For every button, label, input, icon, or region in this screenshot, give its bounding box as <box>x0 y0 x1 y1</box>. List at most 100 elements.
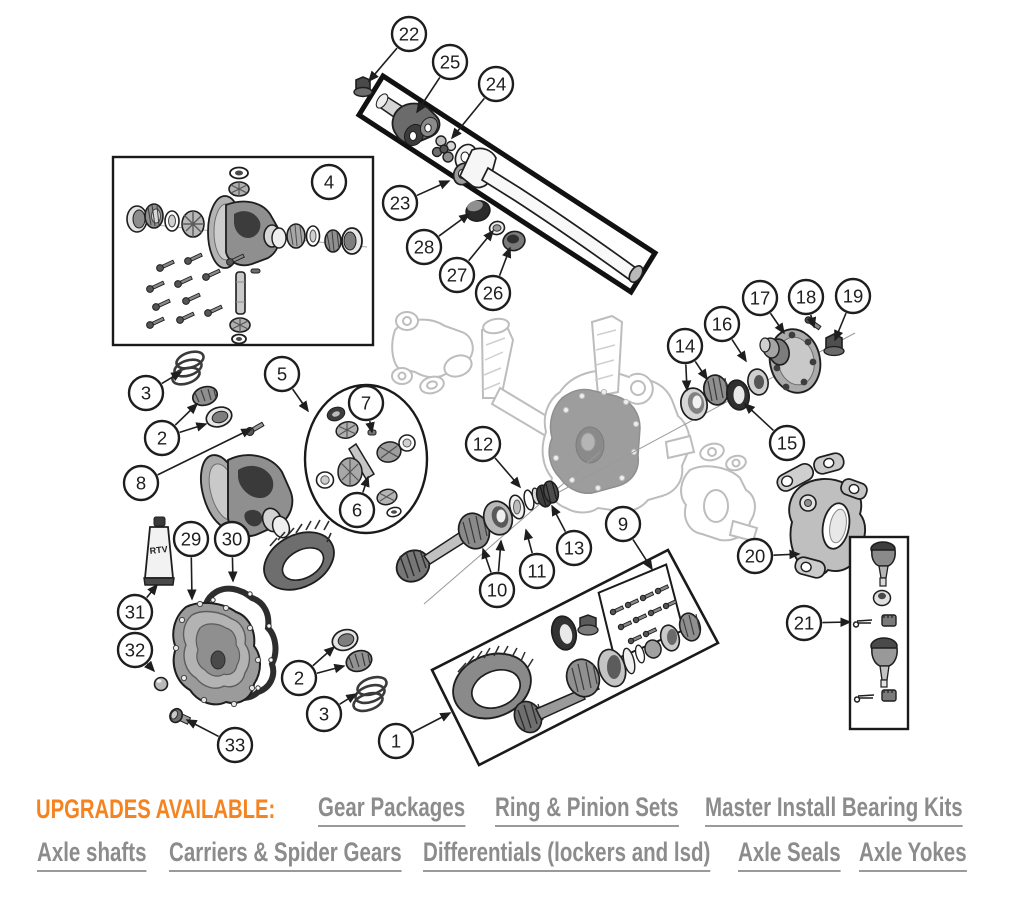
callout-arrow <box>551 504 567 532</box>
callout-1: 1 <box>377 712 452 760</box>
bolt <box>204 304 223 317</box>
bolt <box>639 591 655 602</box>
callout-circle <box>143 419 181 457</box>
callout-number: 23 <box>390 193 411 214</box>
upgrade-link-gear-packages[interactable]: Gear Packages <box>318 792 466 827</box>
bolt <box>647 606 663 617</box>
callout-number: 12 <box>473 434 494 455</box>
callout-number: 24 <box>486 74 507 95</box>
callout-circle <box>116 593 154 631</box>
upgrade-link-carriers-spider-gears[interactable]: Carriers & Spider Gears <box>169 837 402 872</box>
callout-21: 21 <box>785 604 852 642</box>
callout-circle <box>438 256 476 294</box>
rtv-label: RTV <box>149 544 168 556</box>
callout-2: 2 <box>143 402 208 457</box>
callout-circle <box>518 552 556 590</box>
bolt <box>642 627 658 638</box>
callout-9: 9 <box>604 505 653 571</box>
callout-circle <box>478 571 516 609</box>
upgrade-link-ring-pinion-sets[interactable]: Ring & Pinion Sets <box>495 792 679 827</box>
callout-8: 8 <box>122 428 253 502</box>
callout-arrow <box>523 528 534 554</box>
callout-circle <box>741 279 779 317</box>
callout-arrow <box>806 314 817 329</box>
callout-number: 3 <box>319 704 329 725</box>
callout-circle <box>338 491 376 529</box>
bolt <box>146 280 165 293</box>
callout-number: 17 <box>750 288 771 309</box>
callout-circle <box>405 228 443 266</box>
callout-circle <box>474 274 512 312</box>
callout-number: 6 <box>352 500 362 521</box>
callout-number: 28 <box>414 237 435 258</box>
callout-arrow <box>339 693 358 705</box>
callout-arrow <box>494 457 522 489</box>
bolt <box>146 316 165 329</box>
callout-20: 20 <box>736 537 801 575</box>
upgrade-link-differentials-lockers-and-lsd[interactable]: Differentials (lockers and lsd) <box>423 837 711 872</box>
callout-number: 15 <box>777 433 798 454</box>
callout-number: 13 <box>564 538 585 559</box>
callout-6: 6 <box>338 475 376 529</box>
carrier-shim-springs <box>171 350 205 386</box>
callout-number: 22 <box>399 24 420 45</box>
callout-number: 9 <box>618 514 628 535</box>
callout-arrow <box>185 719 219 738</box>
master-install-kit-box <box>430 548 720 767</box>
callout-number: 5 <box>277 364 287 385</box>
callout-18: 18 <box>787 278 825 329</box>
callout-number: 21 <box>794 613 815 634</box>
callout-circle <box>377 722 415 760</box>
callout-25: 25 <box>416 43 469 114</box>
upgrade-link-master-install-bearing-kits[interactable]: Master Install Bearing Kits <box>705 792 963 827</box>
bolt <box>202 268 221 281</box>
axle-shaft-assembly-box <box>353 72 659 296</box>
bolt <box>624 598 640 609</box>
upgrade-link-axle-seals[interactable]: Axle Seals <box>738 837 841 872</box>
callout-15: 15 <box>743 402 806 462</box>
callout-arrow <box>157 428 253 476</box>
callout-circle <box>604 505 642 543</box>
callout-number: 29 <box>181 529 202 550</box>
callout-arrow <box>161 371 183 385</box>
callout-number: 27 <box>447 265 468 286</box>
callout-31: 31 <box>116 583 159 631</box>
callout-number: 1 <box>391 731 401 752</box>
callout-number: 2 <box>294 668 304 689</box>
callout-circle <box>116 631 154 669</box>
callout-circle <box>213 520 251 558</box>
callout-27: 27 <box>438 229 495 294</box>
callout-arrow <box>632 539 653 571</box>
upgrade-link-axle-yokes[interactable]: Axle Yokes <box>859 837 967 872</box>
callout-circle <box>666 327 704 365</box>
callout-arrow <box>769 312 785 335</box>
callout-arrow <box>187 557 197 601</box>
callout-circle <box>263 355 301 393</box>
callout-circle <box>280 659 318 697</box>
upgrades-label: UPGRADES AVAILABLE: <box>36 794 276 824</box>
carrier-bearing <box>191 385 233 428</box>
callout-circle <box>390 15 428 53</box>
upgrade-link-axle-shafts[interactable]: Axle shafts <box>37 837 147 872</box>
callout-number: 30 <box>222 529 243 550</box>
callout-arrow <box>498 246 512 276</box>
bolt <box>617 620 633 631</box>
callout-arrow <box>174 402 199 426</box>
callout-circle <box>381 184 419 222</box>
callout-number: 31 <box>125 602 146 623</box>
callout-number: 25 <box>440 52 461 73</box>
callout-circle <box>703 305 741 343</box>
bolt <box>654 584 670 595</box>
bolt <box>609 605 625 616</box>
callout-30: 30 <box>213 520 251 583</box>
callout-arrow <box>495 539 506 572</box>
callout-arrow <box>367 47 398 83</box>
callout-arrow <box>743 402 774 431</box>
carrier-bearing-lower <box>331 628 388 713</box>
callout-13: 13 <box>551 504 593 567</box>
callout-22: 22 <box>367 15 428 83</box>
callout-26: 26 <box>474 246 512 312</box>
callout-number: 14 <box>675 336 696 357</box>
callout-29: 29 <box>172 520 210 601</box>
callout-4: 4 <box>310 163 348 201</box>
